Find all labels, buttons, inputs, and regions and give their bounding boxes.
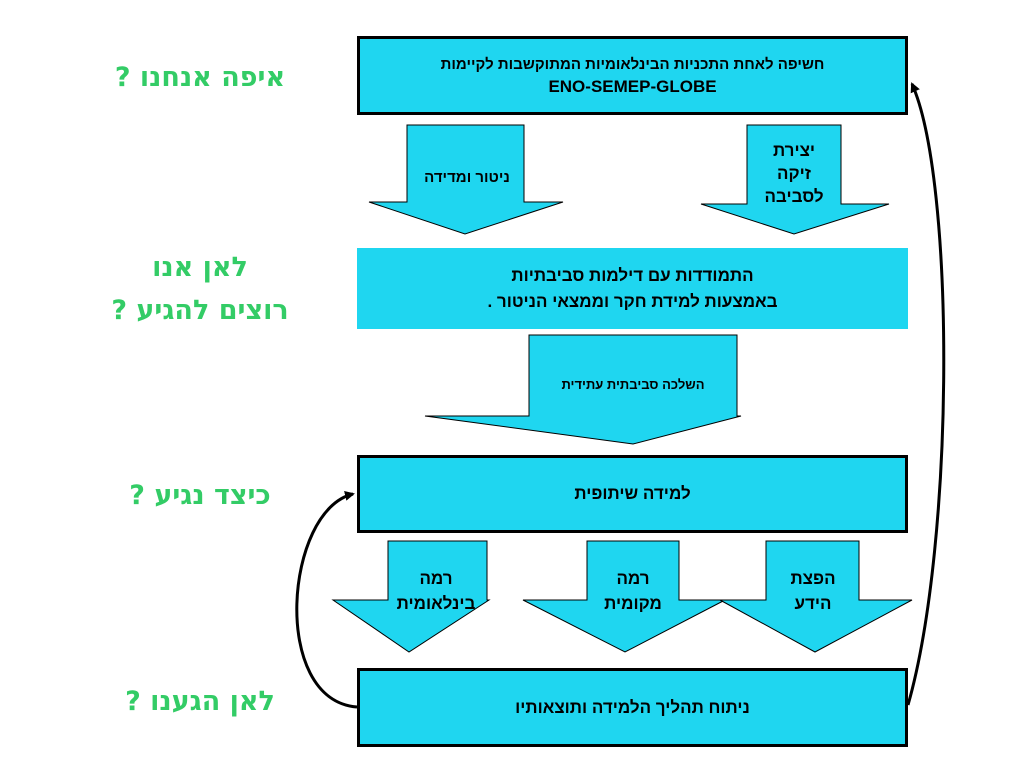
arrow-environment-bond-shape [700,124,890,235]
box-process-analysis-label: ניתוח תהליך הלמידה ותוצאותיו [515,697,750,717]
arrow-international-level-line2: בינלאומית [396,594,476,613]
question-where-are-we: איפה אנחנו ? [114,62,286,93]
arrow-knowledge-dissemination-line1: הפצת [790,569,836,588]
arrow-environment-bond-label: יצירת זיקה לסביבה [746,128,842,218]
question-where-to-go-line2: רוצים להגיע ? [111,295,289,327]
arrow-international-level-line1: רמה [419,569,453,588]
arrow-environment-bond [700,124,890,235]
question-where-to-go-line1: לאן אנו [152,252,248,283]
arrow-local-level-line2: מקומית [604,594,662,613]
question-where-to-go: לאן אנו רוצים להגיע ? [80,246,320,332]
arrow-knowledge-dissemination-shape [719,540,913,653]
arrow-future-implication-shape [424,334,742,445]
arrow-environment-bond-line2: זיקה [777,163,811,183]
box-collaborative-learning: למידה שיתופית [357,455,908,533]
box-process-analysis: ניתוח תהליך הלמידה ותוצאותיו [357,668,908,747]
arrow-environment-bond-line3: לסביבה [764,186,824,206]
arrow-monitoring-label: ניטור ומדידה [424,168,510,186]
box-dilemmas: התמודדות עם דילמות סביבתיות באמצעות למיד… [357,248,908,329]
arrow-local-level-shape [522,540,726,653]
arrow-monitoring-shape [368,124,564,235]
arrow-knowledge-dissemination-label: הפצת הידע [766,562,860,620]
question-how-to-get: כיצד נגיע ? [129,480,271,511]
arrow-international-level-shape [331,540,491,653]
box-exposure-title: חשיפה לאחת התכניות הבינלאומיות המתוקשבות… [440,55,825,73]
arrow-international-level [331,540,491,653]
arrow-future-implication-label: השלכה סביבתית עתידית [561,376,705,392]
question-where-did-we-get: לאן הגענו ? [125,686,275,717]
box-collaborative-learning-label: למידה שיתופית [574,484,691,503]
arrow-knowledge-dissemination-line2: הידע [794,594,832,613]
arrow-future-implication [424,334,742,445]
arrow-environment-bond-line1: יצירת [772,140,816,160]
feedback-loop-arrow-right [906,82,946,706]
box-dilemmas-line1: התמודדות עם דילמות סביבתיות [511,265,754,285]
arrow-local-level-label: רמה מקומית [587,562,679,620]
arrow-monitoring [368,124,564,235]
arrow-local-level [522,540,726,653]
box-exposure-program: ENO-SEMEP-GLOBE [548,76,717,96]
feedback-loop-arrow-left [295,490,358,709]
box-dilemmas-line2: באמצעות למידת חקר וממצאי הניטור . [487,291,778,311]
box-exposure: חשיפה לאחת התכניות הבינלאומיות המתוקשבות… [357,36,908,115]
arrow-local-level-line1: רמה [616,569,650,588]
arrow-knowledge-dissemination [719,540,913,653]
arrow-international-level-label: רמה בינלאומית [376,562,496,620]
